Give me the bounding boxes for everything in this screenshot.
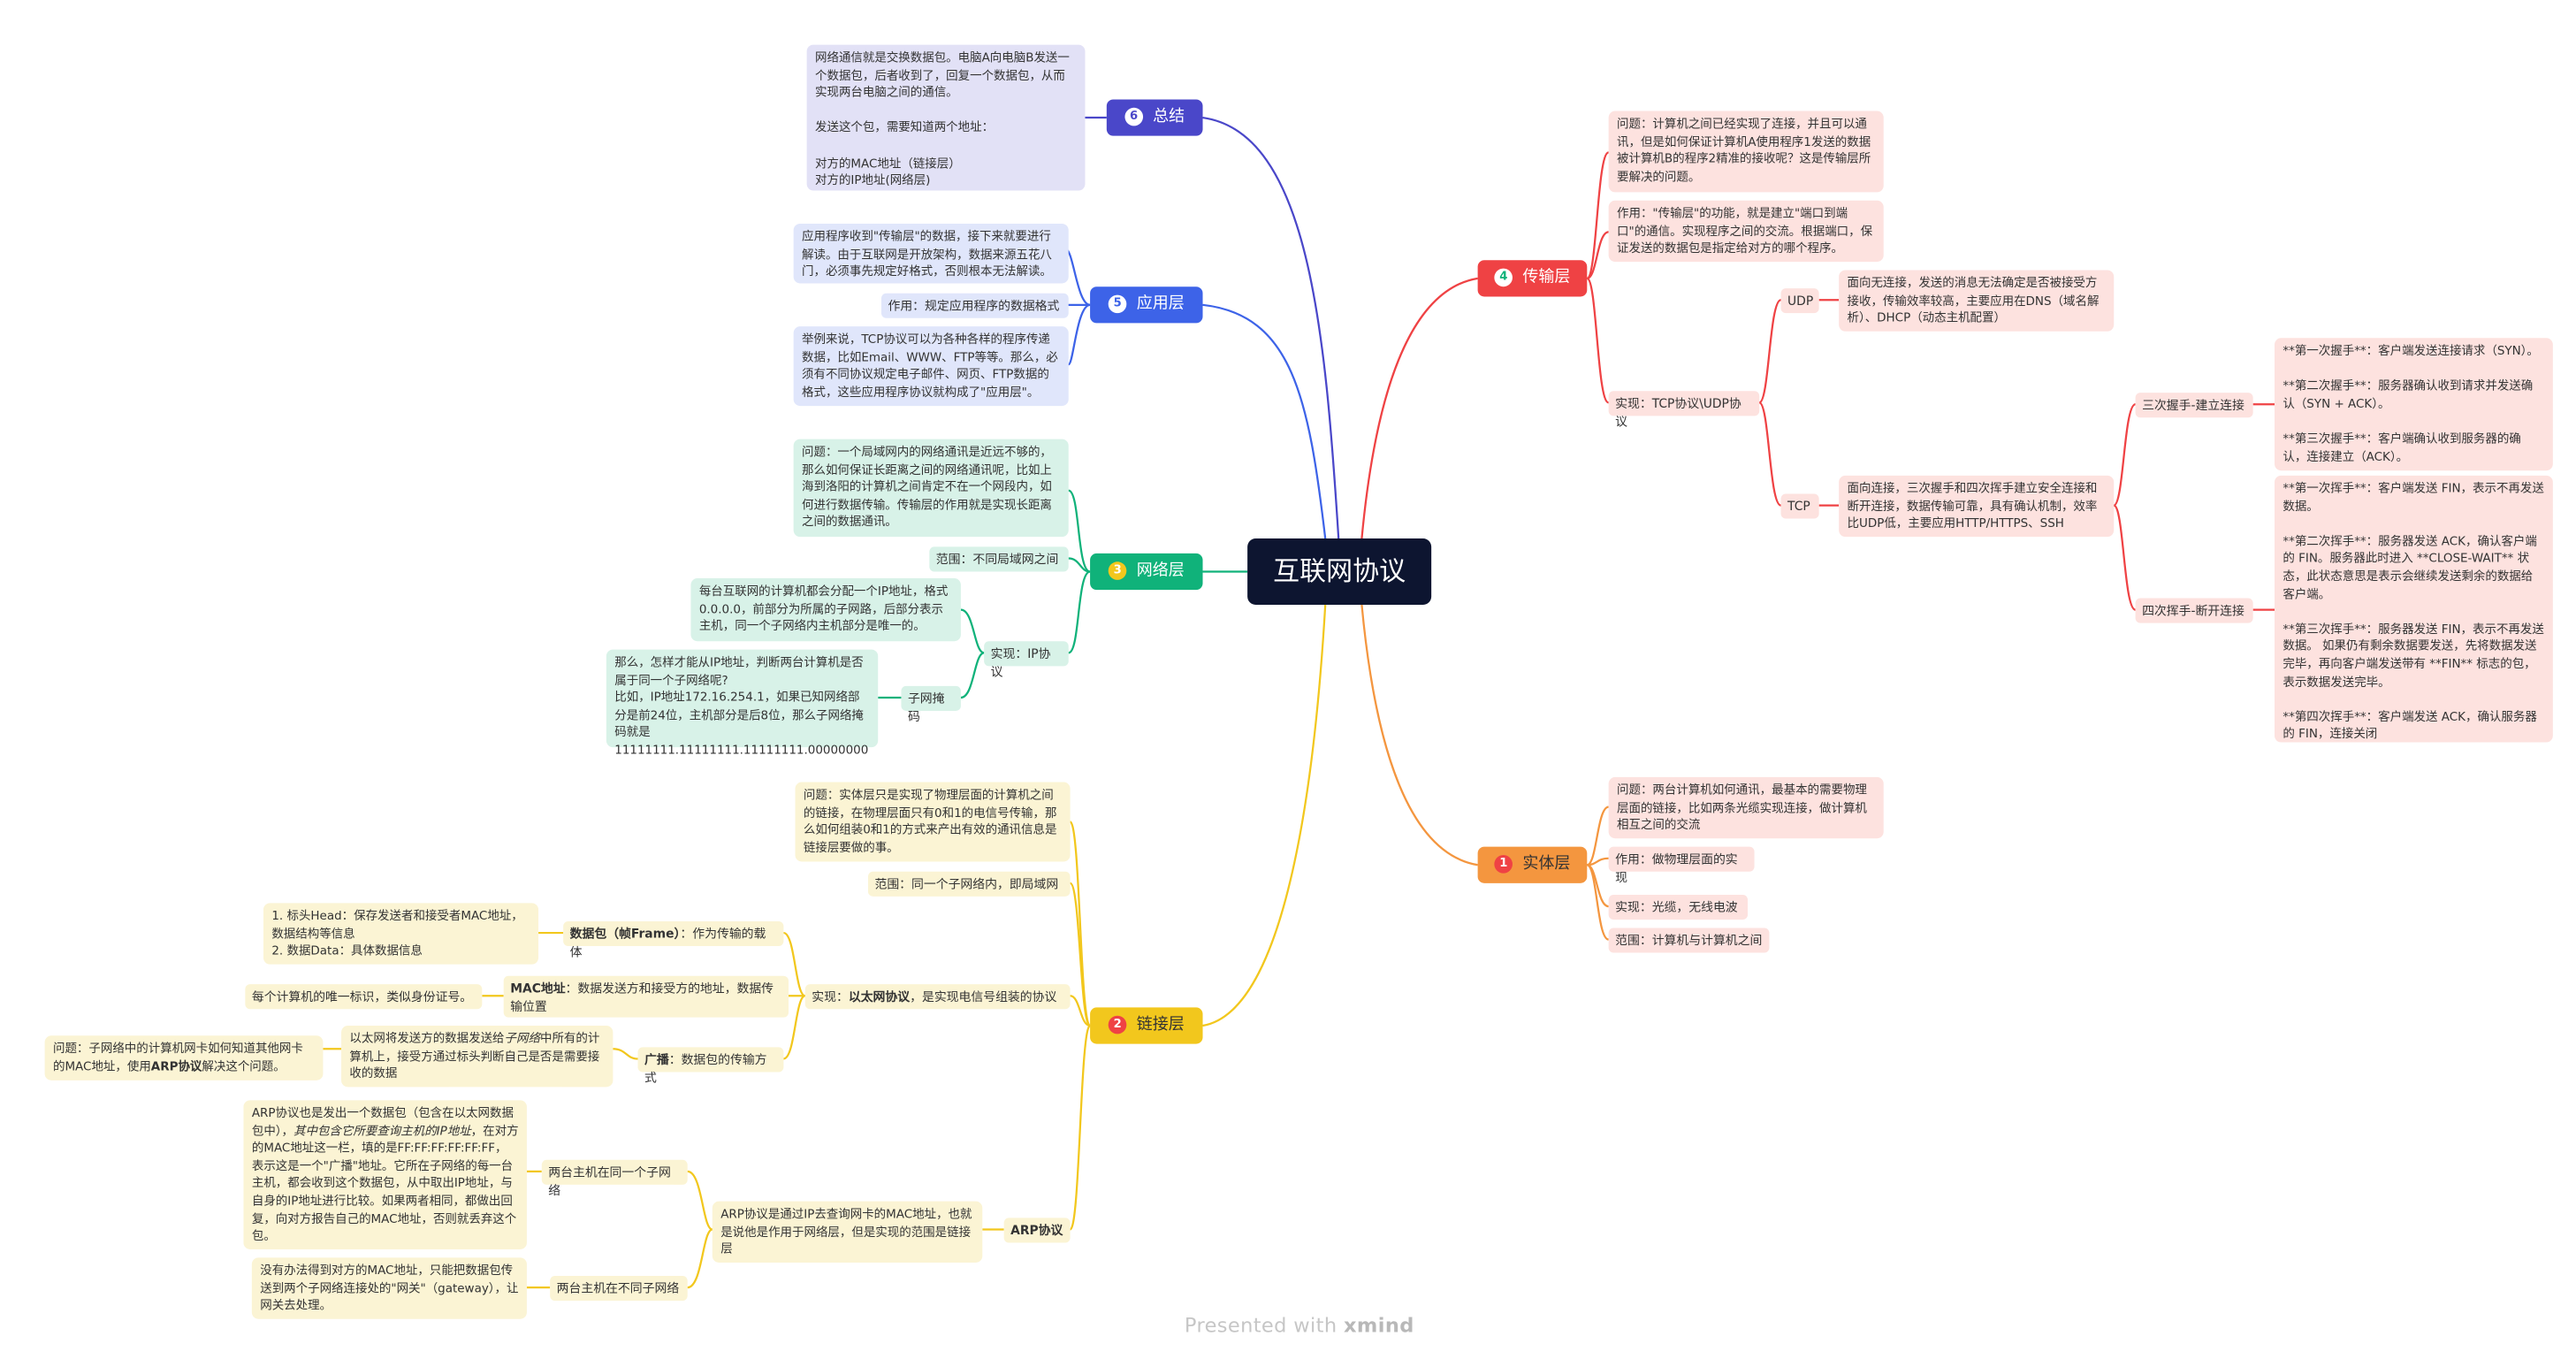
same-note-italic: 其中包含它所要查询主机的IP地址 <box>293 1122 471 1138</box>
topic-link[interactable]: 2 链接层 <box>1090 1007 1203 1044</box>
application-desc[interactable]: 应用程序收到"传输层"的数据，接下来就要进行解读。由于互联网是开放架构，数据来源… <box>793 223 1069 284</box>
physical-problem[interactable]: 问题：两台计算机如何通讯，最基本的需要物理层面的链接，比如两条光缆实现连接，做计… <box>1608 776 1884 839</box>
network-subnet-mask[interactable]: 子网掩码 <box>901 685 961 724</box>
network-problem[interactable]: 问题：一个局域网内的网络通讯是近远不够的，那么如何保证长距离之间的网络通讯呢，比… <box>793 439 1069 538</box>
broadcast-q-a: 问题：子网络中的计算机网卡如何知道其他网卡的MAC地址，使用 <box>52 1040 303 1073</box>
topic-physical[interactable]: 1 实体层 <box>1477 846 1588 883</box>
link-impl[interactable]: 实现：以太网协议，是实现电信号组装的协议 <box>804 984 1071 1010</box>
footer-prefix: Presented with <box>1184 1314 1338 1338</box>
link-arp-desc[interactable]: ARP协议是通过IP去查询网卡的MAC地址，也就是说他是作用于网络层，但是实现的… <box>712 1201 983 1263</box>
link-broadcast-note[interactable]: 以太网将发送方的数据发送给子网络中所有的计算机上，接受方通过标头判断自己是否是需… <box>341 1026 614 1088</box>
link-impl-ethernet: 以太网协议 <box>848 989 911 1004</box>
network-impl[interactable]: 实现：IP协议 <box>984 641 1069 679</box>
link-broadcast-suffix: ：数据包的传输方式 <box>644 1051 767 1086</box>
link-broadcast[interactable]: 广播：数据包的传输方式 <box>637 1047 784 1085</box>
network-ip-desc[interactable]: 每台互联网的计算机都会分配一个IP地址，格式0.0.0.0，前部分为所属的子网路… <box>690 578 961 642</box>
link-arp-diff-subnet[interactable]: 两台主机在不同子网络 <box>550 1275 688 1302</box>
network-mask-desc[interactable]: 那么，怎样才能从IP地址，判断两台计算机是否属于同一个子网络呢? 比如，IP地址… <box>606 649 879 757</box>
xmind-logo: xmind <box>1344 1314 1414 1338</box>
topic-label: 应用层 <box>1136 294 1185 314</box>
summary-note[interactable]: 网络通信就是交换数据包。电脑A向电脑B发送一个数据包，后者收到了，回复一个数据包… <box>806 44 1086 191</box>
number-badge: 6 <box>1124 107 1143 126</box>
same-note-a: ARP协议也是发出一个数据包（包含在以太网数据包中）， <box>251 1104 514 1138</box>
topic-network[interactable]: 3 网络层 <box>1090 553 1203 591</box>
broadcast-note-subnet: 子网络 <box>504 1030 540 1046</box>
physical-scope[interactable]: 范围：计算机与计算机之间 <box>1608 928 1770 953</box>
transport-role[interactable]: 作用："传输层"的功能，就是建立"端口到端口"的通信。实现程序之间的交流。根据端… <box>1608 200 1884 263</box>
transport-impl[interactable]: 实现：TCP协议\UDP协议 <box>1608 391 1760 429</box>
link-impl-suffix: ，是实现电信号组装的协议 <box>910 989 1057 1004</box>
link-frame[interactable]: 数据包（帧Frame）：作为传输的载体 <box>563 920 784 959</box>
link-frame-suffix: ：作为传输的载体 <box>569 926 766 960</box>
transport-udp-desc[interactable]: 面向无连接，发送的消息无法确定是否被接受方接收，传输效率较高，主要应用在DNS（… <box>1839 270 2115 332</box>
link-arp[interactable]: ARP协议 <box>1003 1218 1071 1243</box>
topic-label: 传输层 <box>1522 268 1571 287</box>
transport-four-way-desc[interactable]: **第一次挥手**：客户端发送 FIN，表示不再发送数据。 **第二次挥手**：… <box>2275 475 2553 743</box>
broadcast-note-a: 以太网将发送方的数据发送给 <box>349 1030 505 1046</box>
footer-branding: Presented with xmind <box>1185 1314 1414 1337</box>
topic-transport[interactable]: 4 传输层 <box>1477 260 1588 297</box>
number-badge: 4 <box>1494 268 1513 287</box>
topic-label: 链接层 <box>1136 1015 1185 1035</box>
application-role[interactable]: 作用：规定应用程序的数据格式 <box>880 293 1069 318</box>
link-mac-title: MAC地址 <box>510 981 566 996</box>
link-mac-note[interactable]: 每个计算机的唯一标识，类似身份证号。 <box>245 984 483 1010</box>
link-problem[interactable]: 问题：实体层只是实现了物理层面的计算机之间的链接，在物理层面只有0和1的电信号传… <box>795 782 1071 862</box>
transport-problem[interactable]: 问题：计算机之间已经实现了连接，并且可以通讯，但是如何保证计算机A使用程序1发送… <box>1608 111 1884 193</box>
topic-label: 总结 <box>1153 107 1185 126</box>
link-broadcast-title: 广播 <box>644 1051 669 1067</box>
central-topic[interactable]: 互联网协议 <box>1247 538 1432 606</box>
network-scope[interactable]: 范围：不同局域网之间 <box>929 546 1069 572</box>
link-arp-label: ARP协议 <box>1010 1223 1063 1238</box>
topic-application[interactable]: 5 应用层 <box>1090 286 1203 324</box>
same-note-b: ，在对方的MAC地址这一栏，填的是FF:FF:FF:FF:FF:FF，表示这是一… <box>251 1122 519 1243</box>
transport-tcp[interactable]: TCP <box>1780 493 1819 519</box>
transport-four-way[interactable]: 四次挥手-断开连接 <box>2135 598 2253 623</box>
link-arp-diff-note[interactable]: 没有办法得到对方的MAC地址，只能把数据包传送到两个子网络连接处的"网关"（ga… <box>251 1257 527 1319</box>
broadcast-q-arp: ARP协议 <box>150 1057 202 1073</box>
broadcast-q-c: 解决这个问题。 <box>202 1057 286 1073</box>
link-arp-same-subnet[interactable]: 两台主机在同一个子网络 <box>541 1159 688 1198</box>
link-arp-same-note[interactable]: ARP协议也是发出一个数据包（包含在以太网数据包中），其中包含它所要查询主机的I… <box>243 1100 527 1249</box>
physical-impl[interactable]: 实现：光缆，无线电波 <box>1608 894 1749 920</box>
topic-label: 网络层 <box>1136 561 1185 580</box>
topic-label: 实体层 <box>1522 854 1571 874</box>
link-frame-note[interactable]: 1. 标头Head：保存发送者和接受者MAC地址，数据结构等信息 2. 数据Da… <box>263 903 539 965</box>
transport-three-way[interactable]: 三次握手-建立连接 <box>2135 393 2253 418</box>
broadcast-note-b: 中所有的计算机上，接受方通过标头判断自己是否是需要接收的数据 <box>349 1030 600 1081</box>
number-badge: 5 <box>1108 294 1127 314</box>
transport-three-way-desc[interactable]: **第一次握手**：客户端发送连接请求（SYN）。 **第二次握手**：服务器确… <box>2275 338 2553 471</box>
transport-tcp-desc[interactable]: 面向连接，三次握手和四次挥手建立安全连接和断开连接，数据传输可靠，具有确认机制，… <box>1839 475 2115 538</box>
number-badge: 3 <box>1108 561 1127 580</box>
application-example[interactable]: 举例来说，TCP协议可以为各种各样的程序传递数据，比如Email、WWW、FTP… <box>793 326 1069 407</box>
link-scope[interactable]: 范围：同一个子网络内，即局域网 <box>867 871 1071 897</box>
link-broadcast-question[interactable]: 问题：子网络中的计算机网卡如何知道其他网卡的MAC地址，使用ARP协议解决这个问… <box>44 1035 324 1080</box>
link-impl-prefix: 实现： <box>812 989 849 1004</box>
link-frame-title: 数据包（帧Frame） <box>569 926 681 942</box>
link-mac-suffix: ：数据发送方和接受方的地址，数据传输位置 <box>510 981 774 1014</box>
topic-summary[interactable]: 6 总结 <box>1106 99 1203 136</box>
number-badge: 1 <box>1494 854 1513 874</box>
transport-udp[interactable]: UDP <box>1780 288 1819 314</box>
number-badge: 2 <box>1108 1015 1127 1035</box>
link-mac[interactable]: MAC地址：数据发送方和接受方的地址，数据传输位置 <box>503 975 789 1018</box>
physical-role[interactable]: 作用：做物理层面的实现 <box>1608 846 1755 885</box>
